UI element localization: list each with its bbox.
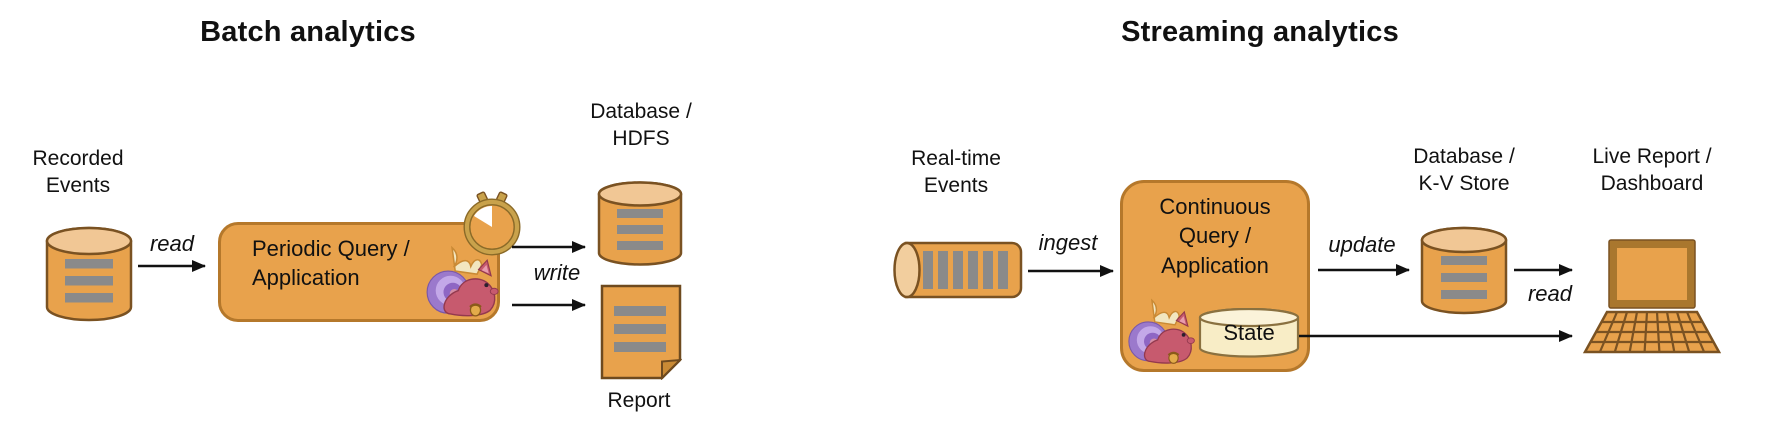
text-bars xyxy=(614,306,666,352)
read-label: read xyxy=(149,231,195,256)
clock-wedge xyxy=(474,205,492,227)
read-label-streaming: read xyxy=(1527,281,1573,306)
data-bars xyxy=(617,209,663,250)
data-bars xyxy=(1441,256,1487,299)
flink-squirrel-icon xyxy=(426,245,499,317)
recorded-events-label: Recorded Events xyxy=(32,147,124,198)
batch-title: Batch analytics xyxy=(200,16,416,48)
stream-pipe-icon xyxy=(893,241,1023,299)
database-cylinder-icon xyxy=(597,181,683,266)
update-label: update xyxy=(1328,232,1396,257)
laptop-dashboard-icon xyxy=(1582,239,1721,354)
flink-squirrel-icon xyxy=(1128,298,1195,364)
state-label: State xyxy=(1223,320,1275,345)
document-report-icon xyxy=(600,284,682,380)
continuous-query-label: Continuous Query / Application xyxy=(1159,194,1271,278)
report-label: Report xyxy=(607,389,671,412)
write-label: write xyxy=(533,260,581,285)
ingest-label: ingest xyxy=(1038,230,1098,255)
stopwatch-icon xyxy=(463,191,521,256)
live-report-label: Live Report / Dashboard xyxy=(1592,145,1712,196)
laptop-keyboard xyxy=(1582,310,1721,354)
streaming-title: Streaming analytics xyxy=(1121,16,1399,48)
database-cylinder-icon xyxy=(1420,226,1508,315)
data-bars xyxy=(65,259,113,303)
database-kv-label: Database / K-V Store xyxy=(1413,145,1515,196)
state-cylinder-icon xyxy=(1198,308,1300,358)
periodic-query-label: Periodic Query / Application xyxy=(252,236,410,291)
event-bars xyxy=(923,251,1008,289)
database-hdfs-label: Database / HDFS xyxy=(590,100,692,151)
laptop-screen xyxy=(1617,248,1687,300)
database-cylinder-icon xyxy=(45,226,133,322)
realtime-events-label: Real-time Events xyxy=(911,147,1001,198)
